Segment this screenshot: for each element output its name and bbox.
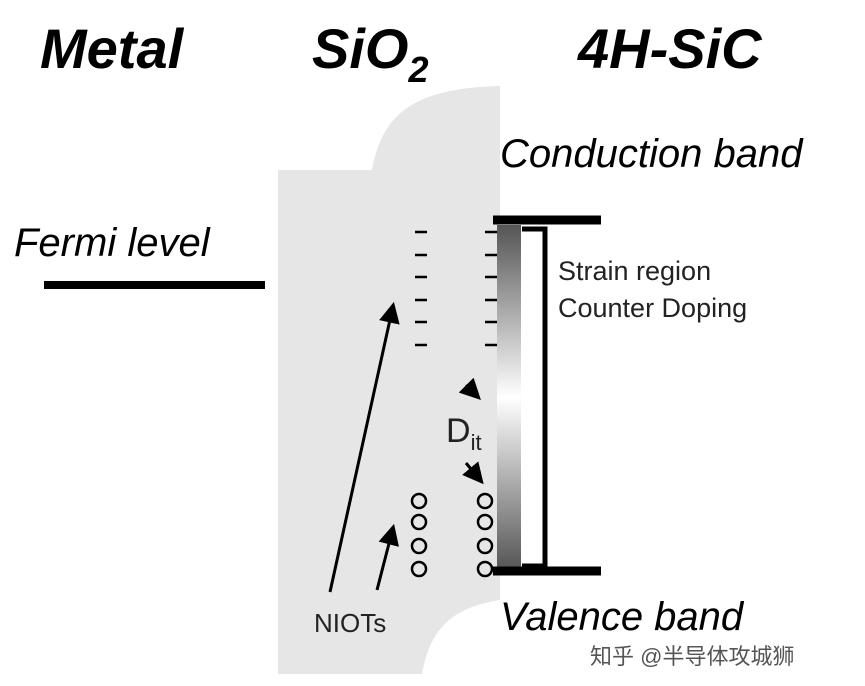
niots-arrow-short — [375, 523, 399, 591]
oxide-trap-dashes-left — [415, 230, 427, 347]
dit-arrow-lower — [462, 461, 484, 485]
niots-label: NIOTs — [314, 608, 386, 638]
dit-arrow-upper — [458, 377, 481, 400]
interface-trap-circles-right — [476, 492, 494, 578]
valence-band-label: Valence band — [500, 595, 745, 639]
dit-label-base: D — [446, 412, 471, 450]
sio2-header-base: SiO — [312, 17, 408, 80]
interface-trap-dashes-right — [485, 230, 497, 347]
strain-region-label: Strain region — [558, 256, 711, 286]
sic-header: 4H-SiC — [577, 17, 763, 80]
sio2-header: SiO2 — [312, 17, 429, 90]
fermi-level-label: Fermi level — [14, 221, 211, 265]
oxide-region — [278, 86, 500, 674]
strain-region-bracket — [522, 226, 548, 569]
niots-arrow-long — [328, 301, 400, 593]
conduction-band-label: Conduction band — [500, 132, 804, 176]
oxide-trap-circles-left — [410, 492, 428, 578]
strain-gradient-bar — [497, 225, 521, 570]
metal-header: Metal — [40, 17, 185, 80]
counter-doping-label: Counter Doping — [558, 293, 747, 323]
watermark-text: 知乎 @半导体攻城狮 — [590, 644, 794, 669]
dit-label-sub: it — [471, 430, 482, 455]
sio2-header-sub: 2 — [407, 49, 428, 90]
dit-label: Dit — [446, 412, 482, 455]
